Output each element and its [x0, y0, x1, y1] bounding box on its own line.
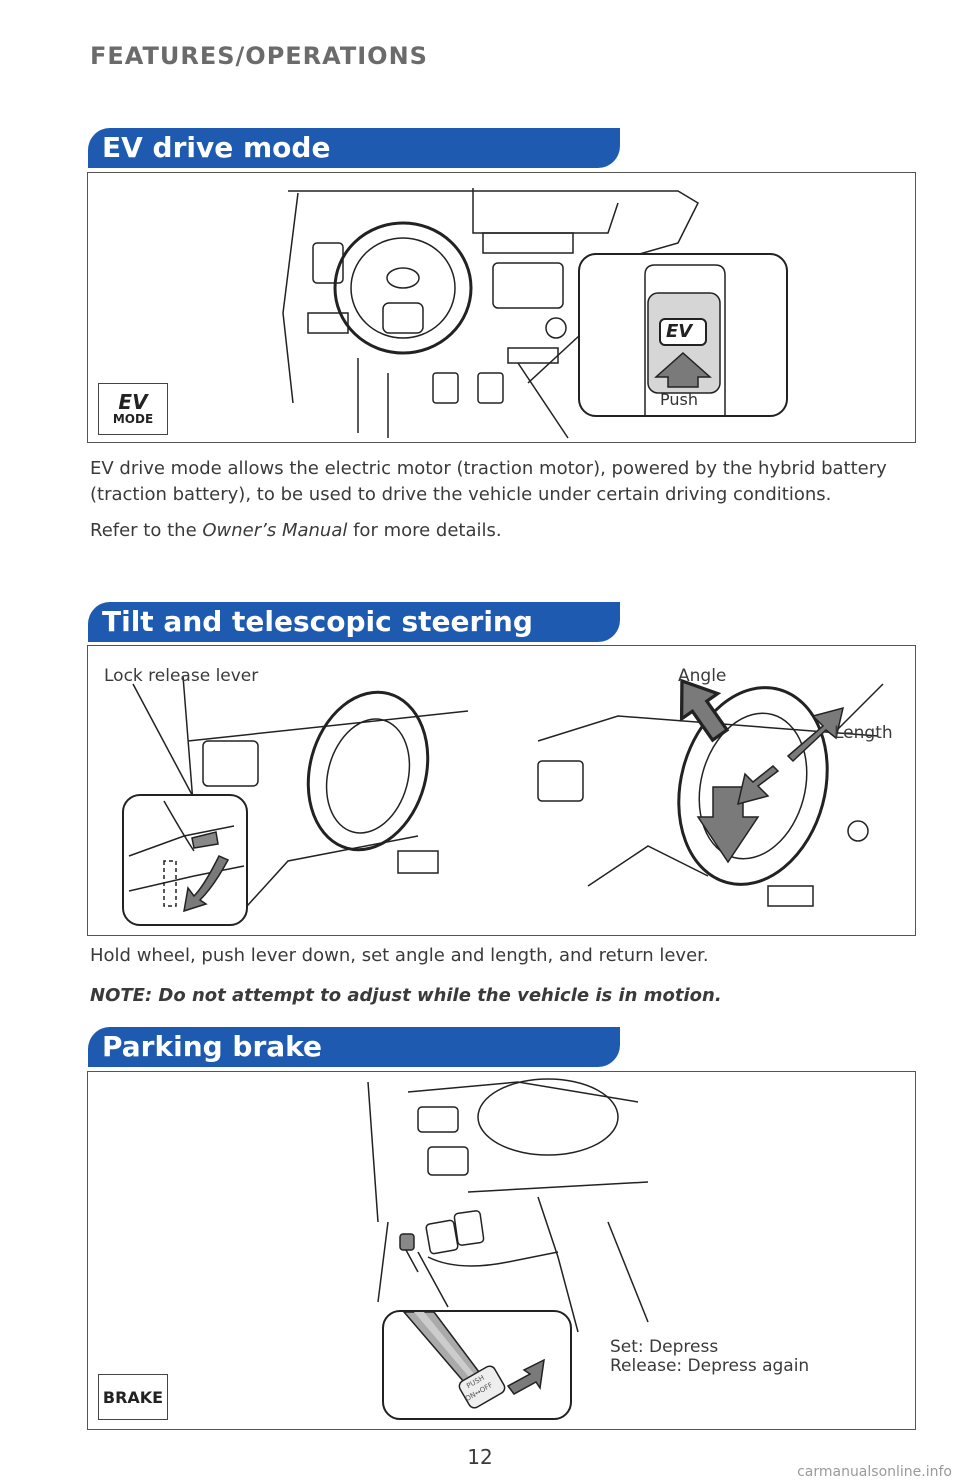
brake-pedal-icon [403, 1312, 545, 1409]
ev-section-heading: EV drive mode [88, 128, 620, 168]
ev-refer-text: Refer to the Owner’s Manual for more det… [90, 518, 910, 544]
tilt-section-heading: Tilt and telescopic steering wheel [88, 602, 620, 678]
lock-release-lever-label: Lock release lever [104, 666, 259, 686]
watermark: carmanualsonline.info [797, 1464, 952, 1480]
set-instruction: Set: Depress [610, 1337, 719, 1357]
brake-badge-icon: BRAKE [98, 1374, 168, 1420]
ev-mode-badge-icon: EV MODE [98, 383, 168, 435]
ev-switch-illustration [644, 264, 726, 415]
ev-description: EV drive mode allows the electric motor … [90, 456, 910, 544]
tilt-note: NOTE: Do not attempt to adjust while the… [90, 985, 722, 1006]
ev-illustration-frame: EV MODE EV Push [87, 172, 916, 443]
ev-switch-callout: EV Push [578, 253, 788, 417]
page-number: 12 [467, 1445, 493, 1469]
tilt-description: Hold wheel, push lever down, set angle a… [90, 943, 910, 1009]
brake-section-heading: Parking brake [88, 1027, 620, 1067]
ev-switch-label: EV [666, 321, 693, 342]
tilt-illustration-frame: Lock release lever Angle Length [87, 645, 916, 936]
lock-lever-callout [122, 794, 248, 926]
ev-paragraph: EV drive mode allows the electric motor … [90, 458, 887, 505]
release-instruction: Release: Depress again [610, 1356, 810, 1376]
dashboard-illustration [282, 188, 699, 439]
page-header: FEATURES/OPERATIONS [90, 42, 428, 70]
parking-brake-illustration [367, 1078, 649, 1333]
angle-label: Angle [678, 666, 727, 686]
tilt-instruction: Hold wheel, push lever down, set angle a… [90, 945, 709, 966]
push-label: Push [660, 390, 698, 409]
brake-illustration-frame: BRAKE PUSH ON↔OFF Set: Depress Release: … [87, 1071, 916, 1430]
refer-suffix: for more details. [347, 520, 502, 541]
brake-pedal-callout: PUSH ON↔OFF [382, 1310, 572, 1420]
lock-lever-icon [128, 800, 245, 913]
ev-badge-text: EV [118, 390, 148, 414]
length-label: Length [834, 723, 893, 743]
steering-lever-illustration [132, 675, 884, 917]
mode-badge-text: MODE [112, 412, 154, 426]
refer-prefix: Refer to the [90, 520, 203, 541]
brake-badge-text: BRAKE [102, 1387, 164, 1407]
owners-manual-reference: Owner’s Manual [202, 520, 348, 541]
